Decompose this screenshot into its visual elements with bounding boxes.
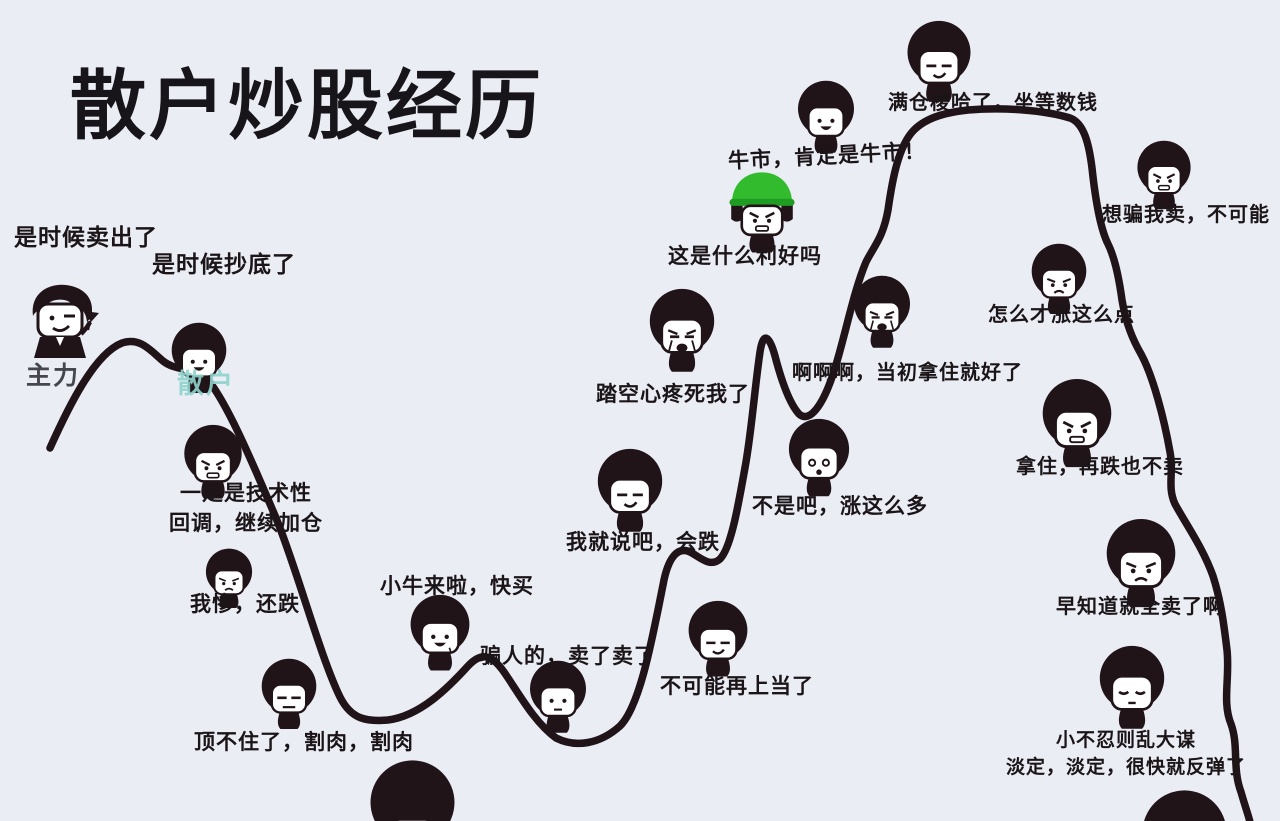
figure-half-bottom-center — [360, 752, 465, 821]
figure-told-you-it-falls — [584, 448, 676, 540]
caption-told-you-it-falls: 我就说吧，会跌 — [566, 531, 720, 554]
caption-line-2: 淡定，淡定，很快就反弹了 — [1006, 756, 1247, 778]
caption-stay-calm: 小不忍则乱大谋 淡定，淡定，很快就反弹了 — [1006, 728, 1246, 782]
caption-technical-correction: 一定是技术性 回调，继续加仓 — [150, 479, 342, 539]
figure-small-bull-buy — [398, 594, 482, 678]
caption-line-1: 一定是技术性 — [180, 482, 312, 505]
figure-all-in — [894, 20, 984, 110]
page-title: 散户炒股经历 — [70, 64, 544, 149]
caption-still-falling: 我惨，还跌 — [190, 593, 300, 616]
figure-bull-market — [786, 80, 866, 160]
caption-only-rose-a-little: 怎么才涨这么点 — [988, 304, 1135, 326]
caption-line-2: 回调，继续加仓 — [169, 511, 323, 535]
figure-green-helmet — [718, 168, 806, 256]
caption-all-in: 满仓梭哈了，坐等数钱 — [888, 92, 1098, 114]
caption-small-bull-buy: 小牛来啦，快买 — [380, 575, 534, 598]
figure-no-way-rose-so-much — [776, 418, 862, 504]
caption-missed-the-rally: 踏空心疼死我了 — [596, 383, 750, 406]
figure-should-have-sold-all — [1092, 518, 1190, 616]
caption-no-way-rose-so-much: 不是吧，涨这么多 — [752, 495, 928, 518]
figure-regret-not-holding — [842, 275, 922, 355]
figure-retail-buy-dip — [160, 322, 238, 400]
figure-missed-the-rally — [636, 288, 728, 380]
figure-never-fooled-again — [676, 600, 760, 684]
figure-stay-calm — [1086, 645, 1178, 737]
caption-regret-not-holding: 啊啊啊，当初拿住就好了 — [792, 362, 1023, 384]
caption-retail-buy-dip: 是时候抄底了 — [152, 251, 296, 277]
figure-only-rose-a-little — [1020, 243, 1098, 321]
caption-line-1: 小不忍则乱大谋 — [1055, 730, 1196, 751]
caption-it-was-a-lie: 骗人的，卖了卖了 — [480, 645, 656, 668]
caption-hold-never-sell: 拿住，再跌也不卖 — [1016, 456, 1184, 478]
figure-cut-losses — [250, 658, 328, 736]
figure-main-force — [12, 280, 112, 380]
figure-still-falling — [196, 548, 262, 614]
caption-cut-losses: 顶不住了，割肉，割肉 — [194, 731, 414, 754]
caption-wont-be-tricked: 想骗我卖，不可能 — [1102, 204, 1270, 226]
caption-main-force-sell: 是时候卖出了 — [14, 224, 158, 250]
caption-should-have-sold-all: 早知道就全卖了啊 — [1056, 596, 1224, 618]
figure-hold-never-sell — [1028, 378, 1126, 476]
tag-retail: 散户 — [177, 369, 235, 399]
figure-technical-correction — [172, 424, 254, 506]
figure-wont-be-tricked — [1126, 140, 1202, 216]
figure-half-bottom-right — [1132, 782, 1237, 821]
figure-it-was-a-lie — [518, 660, 598, 740]
caption-what-good-news: 这是什么利好吗 — [668, 245, 822, 268]
caption-never-fooled-again: 不可能再上当了 — [660, 675, 814, 698]
tag-main-force: 主力 — [26, 362, 81, 390]
